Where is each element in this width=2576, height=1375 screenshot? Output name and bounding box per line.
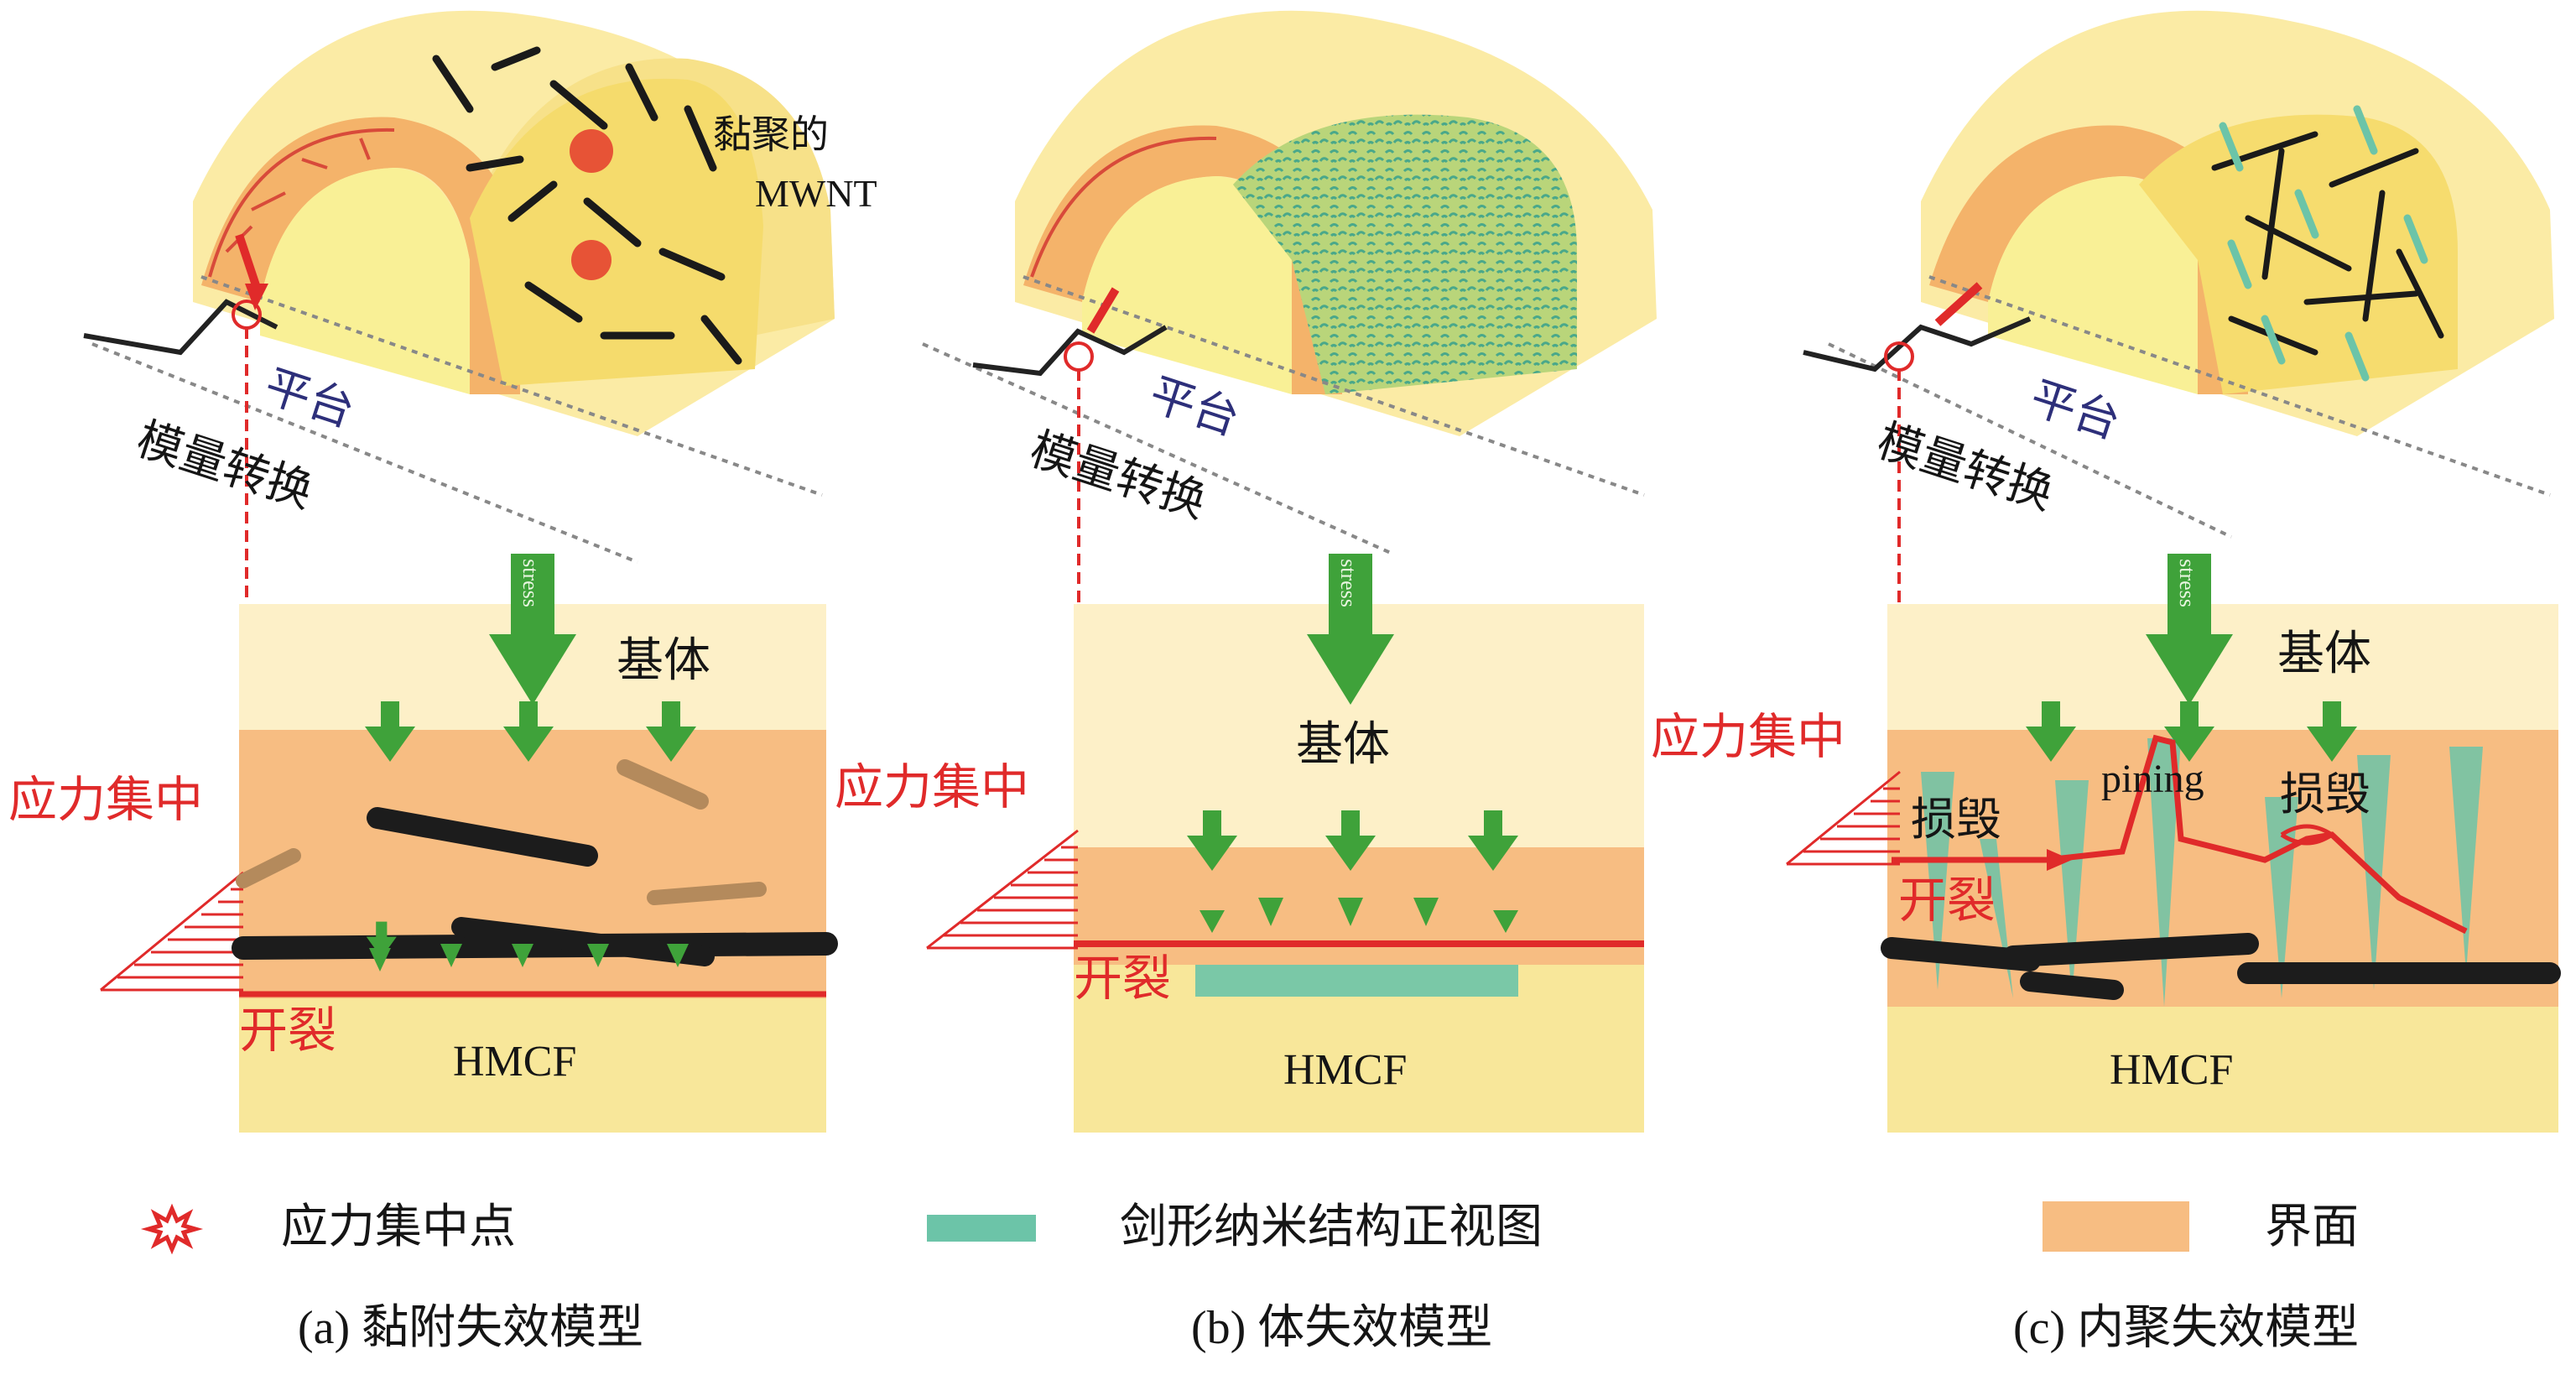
panel-a-stress-label: stress	[518, 559, 543, 607]
panel-c-damage-label-1: 损毁	[1911, 794, 2001, 845]
caption-a: (a) 黏附失效模型	[298, 1302, 644, 1354]
caption-c: (c) 内聚失效模型	[2013, 1302, 2360, 1354]
legend-sword-nano-label: 剑形纳米结构正视图	[1120, 1201, 1543, 1253]
panel-b-graphics	[922, 10, 1657, 1133]
caption-b: (b) 体失效模型	[1191, 1302, 1493, 1354]
panel-c-graphics	[1786, 10, 2561, 1133]
panel-b-crack-label: 开裂	[1074, 951, 1172, 1006]
interface-swatch	[2043, 1201, 2189, 1252]
panel-a-graphics	[83, 10, 838, 1133]
panel-c-stress-conc-label: 应力集中	[1651, 710, 1846, 764]
panel-b-stress-label: stress	[1335, 559, 1361, 607]
panel-b-stress-conc-label: 应力集中	[835, 760, 1030, 815]
panel-a-matrix-label: 基体	[617, 635, 710, 687]
panel-c-crack-label: 开裂	[1898, 873, 1996, 928]
panel-c-pining-label: pining	[2101, 757, 2204, 801]
panel-a-agg-label-2: MWNT	[755, 172, 877, 215]
panel-a-stress-conc-label: 应力集中	[8, 773, 204, 827]
sword-nano-swatch	[927, 1215, 1036, 1242]
stress-point-icon	[140, 1203, 204, 1255]
panel-b-fiber-label: HMCF	[1283, 1046, 1408, 1094]
panel-c-stress-label: stress	[2174, 559, 2199, 607]
legend-stress-point-label: 应力集中点	[281, 1201, 516, 1253]
panel-a-crack-label: 开裂	[239, 1003, 337, 1058]
panel-a-agg-label-1: 黏聚的	[713, 113, 829, 156]
panel-b-matrix-label: 基体	[1296, 719, 1390, 771]
panel-c-fiber-label: HMCF	[2110, 1046, 2234, 1094]
panel-c-damage-label-2: 损毁	[2280, 769, 2370, 820]
legend-interface-label: 界面	[2265, 1201, 2359, 1253]
panel-c-matrix-label: 基体	[2277, 628, 2371, 680]
panel-a-fiber-label: HMCF	[453, 1038, 577, 1086]
legend-graphics	[140, 1201, 2189, 1255]
